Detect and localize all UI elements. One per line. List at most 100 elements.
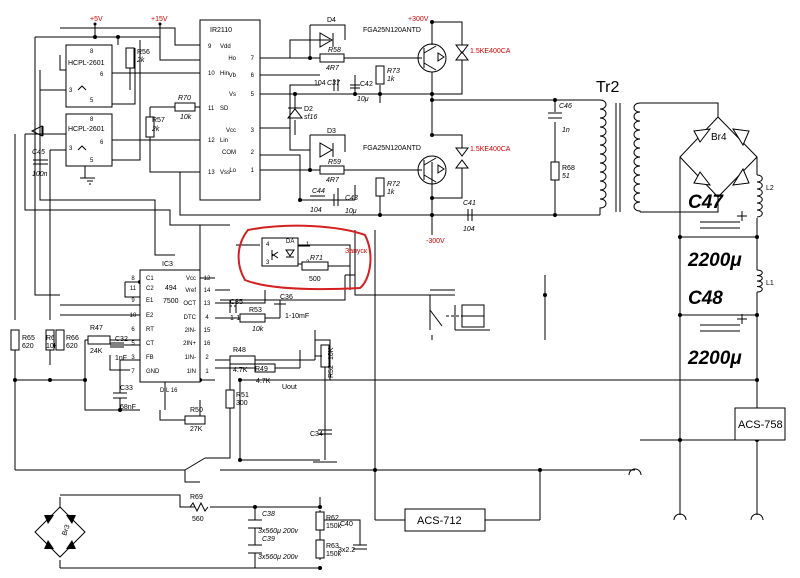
- svg-text:C34: C34: [310, 431, 323, 438]
- ic3-pin-name: GND: [146, 369, 160, 375]
- svg-text:L1: L1: [766, 280, 774, 287]
- svg-text:3x560μ 200v: 3x560μ 200v: [258, 528, 299, 535]
- inductor-l2: L2: [756, 174, 774, 218]
- ground-symbol-1: [85, 177, 95, 185]
- ic3-pin-num: 11: [130, 286, 137, 292]
- svg-text:1-10mF: 1-10mF: [285, 313, 309, 320]
- svg-text:DA: DA: [286, 239, 294, 245]
- svg-text:R58: R58: [328, 47, 341, 54]
- svg-text:ACS-758: ACS-758: [738, 419, 783, 431]
- tvs-diode-1: 1.5KE400CA: [455, 44, 511, 61]
- label-c48: C48: [688, 288, 723, 309]
- svg-text:1n: 1n: [562, 127, 570, 134]
- igbt-q2: FGA25N120ANTD: [363, 145, 447, 185]
- resistor-r67: R67 10K: [45, 329, 59, 351]
- svg-text:R59: R59: [328, 159, 341, 166]
- transformer-tr2: Tr2: [596, 79, 641, 215]
- resistor-r50: R50 27K: [184, 407, 206, 433]
- svg-text:C39: C39: [262, 536, 275, 543]
- resistor-r65: R65 620: [10, 329, 35, 351]
- svg-text:494: 494: [165, 285, 177, 292]
- svg-text:68nF: 68nF: [120, 404, 136, 411]
- capacitor-c47: C47 2200μ: [687, 192, 747, 271]
- svg-text:D3: D3: [327, 128, 336, 135]
- svg-text:C36: C36: [280, 294, 293, 301]
- label-c47: C47: [688, 192, 724, 213]
- svg-text:10k: 10k: [180, 114, 192, 121]
- ic3-pin-num: 14: [204, 288, 211, 294]
- svg-text:C45: C45: [32, 149, 45, 156]
- output-terminals: [628, 468, 764, 521]
- svg-text:2k: 2k: [136, 57, 145, 64]
- sensor-acs758: ACS-758: [734, 407, 786, 441]
- bridge-br4: Br4: [679, 116, 758, 198]
- ic3-pin-num: 8: [131, 276, 135, 282]
- optocoupler-u2: HCPL-2601 8 6 3 5: [65, 113, 113, 167]
- ir2110-pin-name: Vdd: [220, 44, 231, 50]
- svg-text:Br3: Br3: [61, 524, 71, 537]
- ic3-pin-name: RT: [146, 327, 154, 333]
- ic3-pin-num: 1: [205, 369, 209, 375]
- resistor-r68: R68 51: [550, 161, 575, 181]
- resistor-r56: R56 2k: [125, 47, 150, 69]
- svg-text:1-10: 1-10: [230, 315, 244, 322]
- ir2110-pin-name: Hin: [220, 71, 229, 77]
- resistor-r62: R62 150k: [315, 511, 342, 531]
- svg-text:8: 8: [90, 49, 94, 55]
- svg-text:R57: R57: [152, 117, 165, 124]
- svg-text:R50: R50: [190, 407, 203, 414]
- ic3-pin-name: 1IN: [187, 369, 196, 375]
- svg-text:620: 620: [66, 343, 78, 350]
- diode-d3: D3: [319, 128, 336, 158]
- label-plus300v: +300V: [408, 16, 429, 23]
- ir2110-pin-num: 12: [208, 138, 215, 144]
- sensor-acs712: ACS-712: [404, 508, 486, 532]
- ir2110-pin-name: COM: [222, 150, 236, 156]
- capacitor-c44: C44 104: [310, 188, 325, 214]
- switch: [184, 457, 206, 471]
- resistor-r53: R53 10k: [239, 307, 266, 333]
- ic3-pin-num: 16: [204, 341, 211, 347]
- svg-text:R51: R51: [236, 392, 249, 399]
- svg-text:R69: R69: [190, 494, 203, 501]
- capacitor-c40: C40 3x2.2: [338, 521, 367, 554]
- capacitor-c36: C36 1-10mF: [274, 294, 309, 320]
- svg-text:R63: R63: [326, 543, 339, 550]
- svg-text:24K: 24K: [90, 348, 103, 355]
- svg-text:4R7: 4R7: [326, 65, 340, 72]
- label-minus300v: -300V: [426, 238, 445, 245]
- ir2110-pin-num: 9: [208, 44, 212, 50]
- diode-d2: D2 sf16: [286, 106, 317, 121]
- label-c47-value: 2200μ: [687, 250, 742, 271]
- svg-text:5: 5: [90, 98, 94, 104]
- capacitor-c45: C45 100n: [32, 149, 48, 178]
- svg-text:1k: 1k: [387, 189, 395, 196]
- ir2110-label: IR2110: [210, 27, 232, 34]
- svg-text:R62: R62: [326, 515, 339, 522]
- svg-text:27K: 27K: [190, 426, 203, 433]
- svg-text:R67: R67: [46, 335, 59, 342]
- svg-text:500: 500: [309, 276, 321, 283]
- svg-text:R49: R49: [255, 366, 268, 373]
- svg-text:4: 4: [266, 242, 270, 248]
- svg-text:3: 3: [266, 260, 270, 266]
- ic3-pin-name: C2: [146, 286, 154, 292]
- svg-text:R66: R66: [66, 335, 79, 342]
- svg-text:R56: R56: [137, 49, 150, 56]
- svg-text:6: 6: [100, 140, 104, 146]
- tvs-diode-2: 1.5KE400CA: [455, 146, 511, 169]
- svg-text:C35: C35: [230, 299, 243, 306]
- svg-text:4.7K: 4.7K: [256, 378, 271, 385]
- igbt-q1: FGA25N120ANTD: [363, 27, 447, 73]
- ic3-pin-num: 13: [204, 301, 211, 307]
- ic3-pin-name: Vcc: [186, 276, 196, 282]
- svg-text:4.7K: 4.7K: [233, 367, 248, 374]
- ic3-pin-num: 2: [205, 355, 209, 361]
- hcpl-2-label: HCPL-2601: [68, 126, 105, 133]
- label-plus15v: +15V: [151, 16, 168, 23]
- svg-text:D4: D4: [327, 17, 336, 24]
- svg-text:3x560μ 200v: 3x560μ 200v: [258, 554, 299, 561]
- resistor-r57: R57 2k: [145, 116, 165, 138]
- svg-text:150k: 150k: [326, 523, 342, 530]
